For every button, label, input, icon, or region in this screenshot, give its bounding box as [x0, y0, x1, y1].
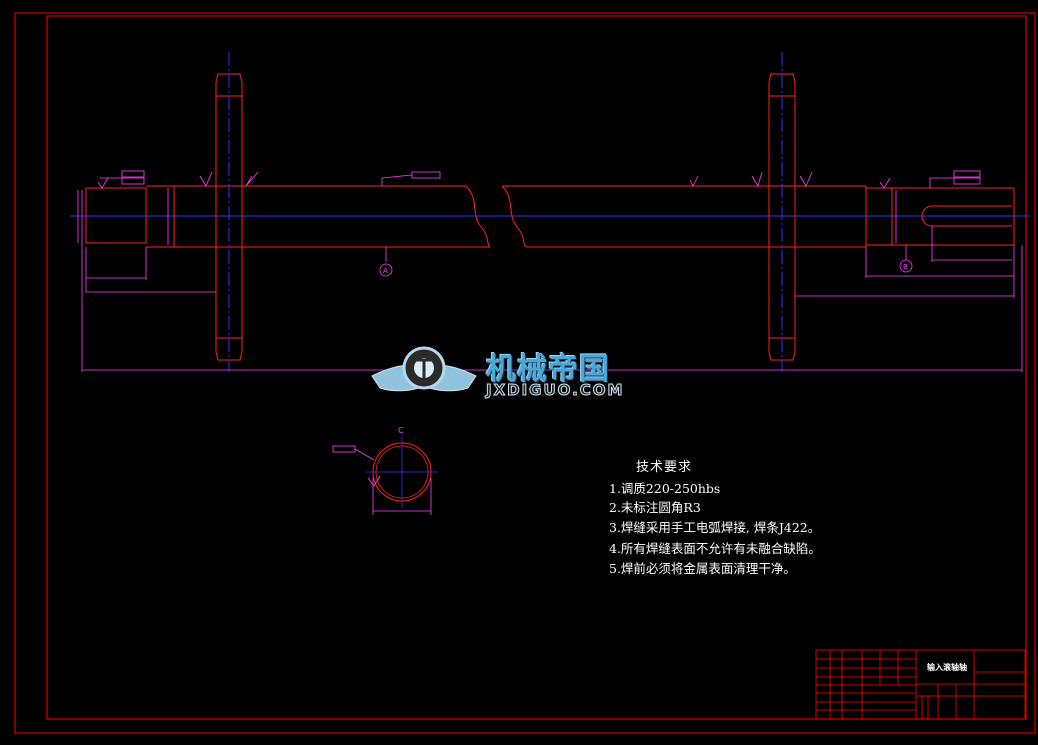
inner-frame — [46, 15, 1027, 720]
tech-requirement-3: 3.焊缝采用手工电弧焊接, 焊条J422。 — [609, 520, 821, 535]
section-c-label: C — [398, 426, 404, 435]
tech-requirement-1: 1.调质220-250hbs — [609, 481, 721, 496]
watermark-brand-cn: 机械帝国 — [486, 352, 610, 387]
datum-b-label: B — [903, 263, 908, 271]
tech-requirement-4: 4.所有焊缝表面不允许有未融合缺陷。 — [609, 541, 821, 556]
title-block — [815, 649, 1026, 720]
tech-requirements-title: 技术要求 — [636, 460, 693, 475]
section-c-dims — [332, 445, 432, 515]
dimension-lines — [77, 188, 1023, 372]
title-block-part-name: 输入滚轴轴 — [927, 663, 967, 672]
weld-marks — [97, 171, 891, 189]
tolerance-frames — [100, 170, 981, 188]
tech-requirement-2: 2.未标注圆角R3 — [609, 500, 701, 515]
datum-a-circle — [379, 263, 393, 277]
datum-b-circle — [899, 259, 913, 273]
watermark-brand-en: JXDIGUO.COM — [485, 381, 625, 400]
tech-requirement-5: 5.焊前必须将金属表面清理干净。 — [609, 561, 796, 576]
shaft-outline — [85, 73, 1015, 361]
datum-a-label: A — [383, 267, 388, 275]
watermark-emblem — [371, 346, 477, 392]
outer-frame — [14, 12, 1036, 734]
